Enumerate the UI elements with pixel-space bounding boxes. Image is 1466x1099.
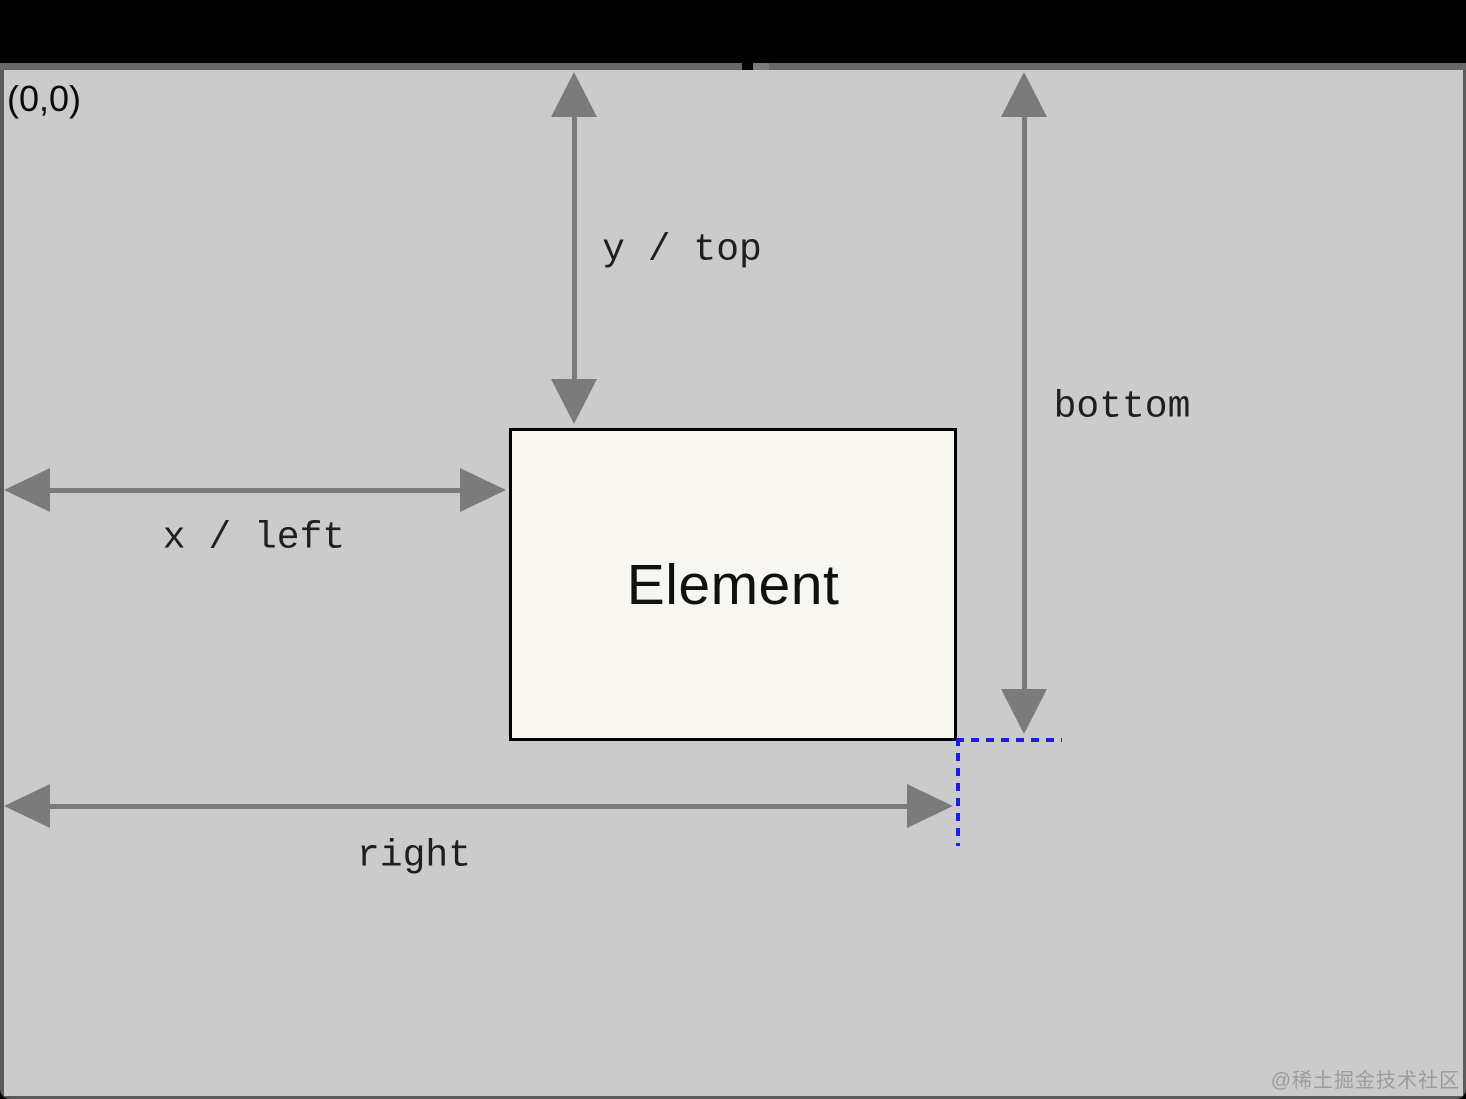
element-label: Element [626, 552, 840, 617]
left-arrow-label: x / left [162, 516, 346, 560]
origin-coordinate-label: (0,0) [7, 78, 82, 119]
arrowhead-up-icon [551, 72, 597, 117]
diagram-canvas: (0,0) y / top bottom x / left [4, 70, 1463, 1096]
video-playhead[interactable] [742, 61, 753, 72]
top-arrow [551, 72, 597, 424]
top-arrow-label: y / top [602, 228, 762, 272]
video-progress-track[interactable] [0, 61, 1466, 72]
arrowhead-down-icon [551, 379, 597, 424]
left-arrow [4, 468, 506, 512]
arrowhead-left-icon [4, 784, 50, 828]
right-arrow [4, 784, 953, 828]
video-progress-buffered [753, 63, 769, 70]
arrow-shaft [571, 112, 577, 384]
arrowhead-right-icon [460, 468, 506, 512]
bottom-guide-dashed-line [956, 738, 1062, 742]
right-guide-dashed-line [956, 738, 960, 846]
bottom-arrow [1001, 72, 1047, 734]
arrowhead-right-icon [907, 784, 953, 828]
right-arrow-label: right [356, 834, 472, 878]
watermark: @稀土掘金技术社区 [1270, 1070, 1460, 1092]
element-box: Element [509, 428, 957, 741]
arrowhead-down-icon [1001, 689, 1047, 734]
screen-frame: (0,0) y / top bottom x / left [0, 61, 1466, 1099]
arrowhead-up-icon [1001, 72, 1047, 117]
bottom-arrow-label: bottom [1053, 385, 1191, 429]
arrow-shaft [44, 487, 466, 493]
arrow-shaft [44, 803, 913, 809]
arrow-shaft [1021, 112, 1027, 694]
letterbox-top [0, 0, 1466, 63]
arrowhead-left-icon [4, 468, 50, 512]
